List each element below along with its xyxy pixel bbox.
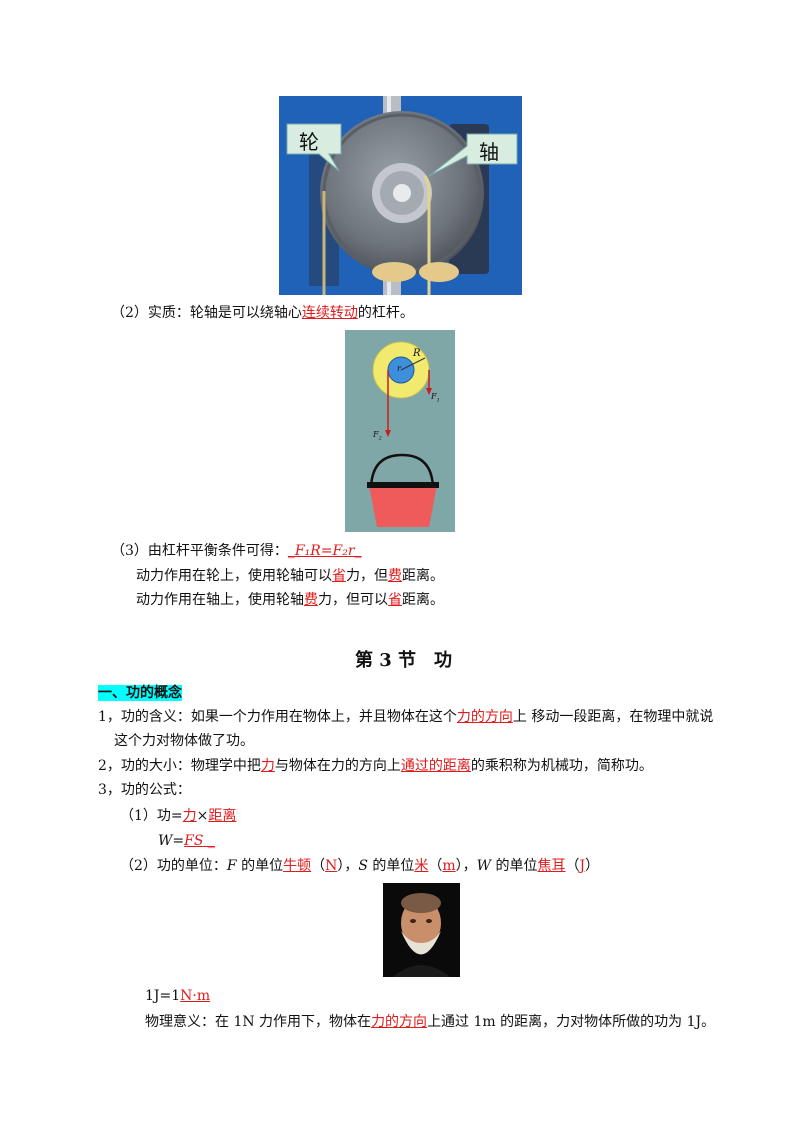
sub-heading: 一、功的概念: [98, 685, 182, 701]
label-F2: F2: [373, 430, 382, 442]
wheel-label: 轮: [299, 130, 319, 154]
item-1-line-2: 这个力对物体做了功。: [114, 733, 254, 749]
item-3-line: 3，功的公式：: [98, 782, 191, 798]
joule-portrait: [383, 883, 460, 977]
pulley-photo: 轮 轴: [279, 96, 522, 295]
item-2-line: 2，功的大小：物理学中把力与物体在力的方向上通过的距离的乘积称为机械功，简称功。: [98, 758, 653, 774]
units-line: （2）功的单位：F 的单位牛顿（N），S 的单位米（m），W 的单位焦耳（J）: [120, 858, 600, 874]
formula-2: W=FS _: [158, 833, 215, 849]
wheel-axle-diagram: R r F1 F2: [345, 330, 455, 532]
joule-definition: 1J=1N·m: [145, 988, 211, 1004]
balance-line-2: 动力作用在轮上，使用轮轴可以省力，但费距离。: [136, 568, 444, 584]
section-title: 第 3 节 功: [355, 650, 453, 671]
label-R: R: [413, 348, 421, 359]
formula-1: （1）功=力×距离: [120, 808, 237, 824]
balance-line: （3）由杠杆平衡条件可得：_F₁R=F₂r_: [111, 543, 362, 559]
balance-formula: F₁R=F₂r: [294, 543, 355, 559]
physical-meaning: 物理意义：在 1N 力作用下，物体在力的方向上通过 1m 的距离，力对物体所做的…: [145, 1014, 716, 1030]
essence-line: （2）实质：轮轴是可以绕轴心连续转动的杠杆。: [111, 305, 414, 321]
axle-label: 轴: [479, 140, 499, 164]
item-1-line-1: 1，功的含义：如果一个力作用在物体上，并且物体在这个力的方向上 移动一段距离，在…: [98, 709, 714, 725]
balance-line-3: 动力作用在轴上，使用轮轴费力，但可以省距离。: [136, 592, 444, 608]
label-F1: F1: [431, 392, 440, 404]
essence-answer: 连续转动: [301, 305, 358, 321]
label-r: r: [397, 364, 401, 373]
